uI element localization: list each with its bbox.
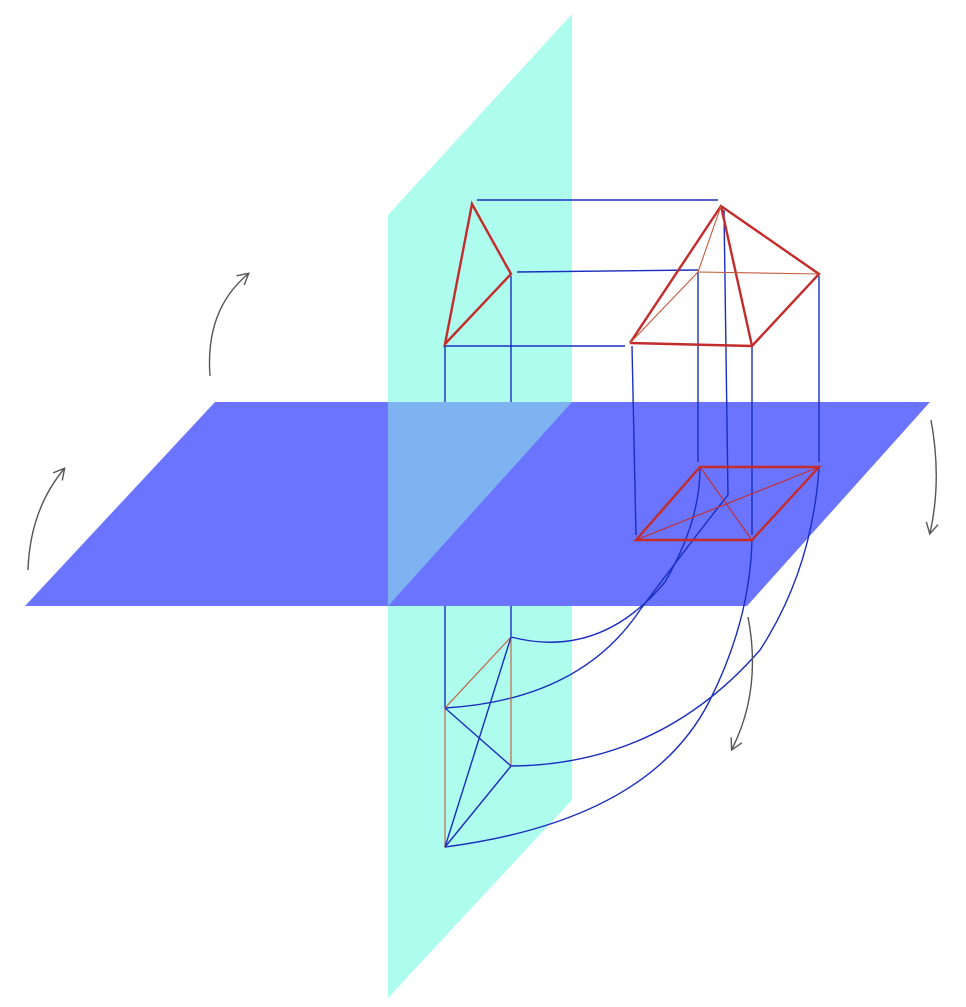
top-view-square [633, 465, 822, 542]
projector-lines [444, 199, 820, 848]
rotation-arrow-up-center [208, 272, 250, 377]
rotated-side-view [444, 635, 512, 849]
side-view [443, 200, 513, 348]
rotation-arrow-up-left [27, 467, 66, 571]
front-view-pyramid [629, 204, 821, 348]
plane-overlap [388, 402, 572, 606]
rotation-arrow-down-right [925, 419, 939, 536]
rotation-arrow-down-center [730, 616, 754, 752]
rotation-arrows [27, 272, 939, 752]
